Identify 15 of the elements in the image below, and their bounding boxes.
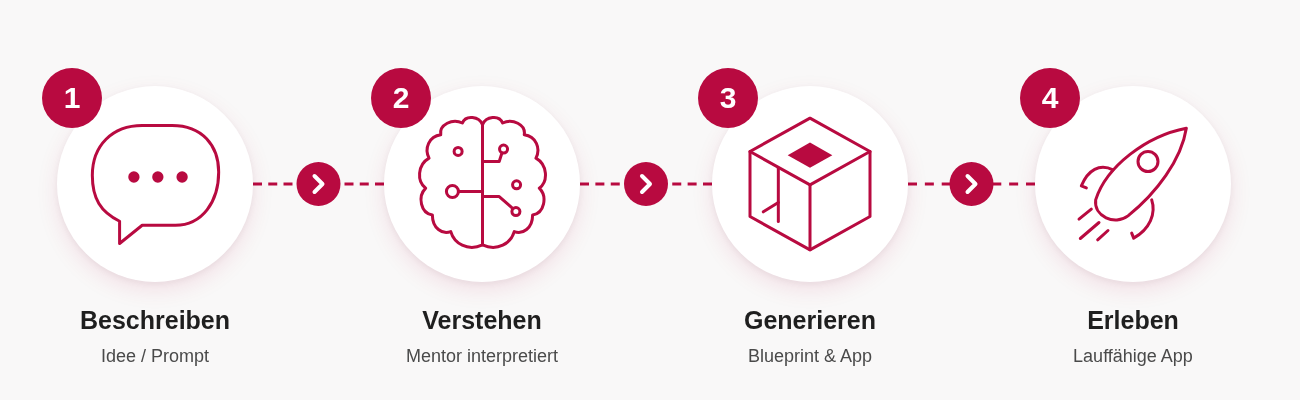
step-number-badge: 1 — [42, 68, 102, 128]
dashed-arrow-connector — [253, 162, 384, 206]
step-title: Beschreiben — [79, 305, 231, 335]
step-number-badge: 4 — [1020, 68, 1080, 128]
step-number-badge: 2 — [371, 68, 431, 128]
step-description: Mentor interpretiert — [405, 345, 559, 368]
step-title: Erleben — [1087, 305, 1179, 335]
step-number-badge: 3 — [698, 68, 758, 128]
step-description: Blueprint & App — [747, 345, 873, 368]
step-title: Verstehen — [422, 305, 542, 335]
dashed-arrow-connector — [908, 162, 1035, 206]
dashed-arrow-connector — [580, 162, 712, 206]
step-description: Idee / Prompt — [100, 345, 210, 368]
step-description: Lauffähige App — [1073, 345, 1193, 368]
step-title: Generieren — [744, 305, 876, 335]
